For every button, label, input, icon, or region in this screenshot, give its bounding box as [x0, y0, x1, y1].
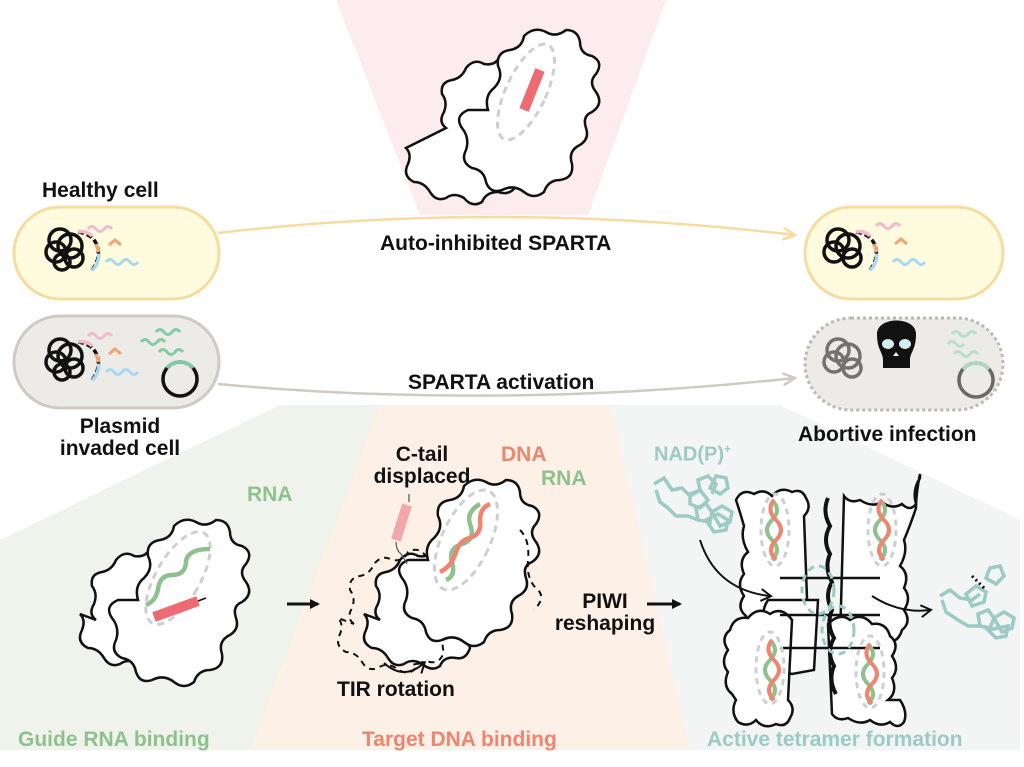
product-arrow — [871, 595, 933, 618]
healthy-cell — [12, 205, 221, 301]
nadp-text: NAD(P) — [654, 443, 724, 466]
stage-title-target-dna: Target DNA binding — [362, 728, 557, 751]
sparta-protein-icon — [78, 518, 251, 688]
c-tail-line1: C-tail — [395, 443, 449, 466]
plasmid-invaded-cell-label: Plasmid invaded cell — [30, 415, 210, 461]
abortive-infection-label: Abortive infection — [798, 423, 977, 446]
auto-inhibited-arrow — [217, 215, 795, 235]
plasmid-label-line2: invaded cell — [59, 437, 181, 461]
sparta-tetramer-icon — [722, 473, 922, 728]
tir-rotation-arrow — [383, 661, 427, 674]
sparta-protein-icon — [403, 28, 601, 206]
invaded-cell — [12, 314, 221, 410]
pink-rna — [86, 225, 114, 233]
abortive-cell — [803, 316, 1005, 412]
c-tail-label: C-tail displaced — [362, 443, 482, 489]
activation-arrow — [217, 378, 795, 397]
healthy-cell-result — [803, 205, 1005, 301]
sparta-protein-icon — [337, 478, 543, 674]
chromosome-icon — [44, 337, 101, 382]
auto-inhibited-label: Auto-inhibited SPARTA — [380, 232, 612, 255]
stage-title-active-tetramer: Active tetramer formation — [707, 728, 963, 751]
dna-label-stage2: DNA — [501, 443, 547, 466]
piwi-reshaping-label: PIWI reshaping — [550, 590, 660, 636]
rna-label-stage1: RNA — [247, 483, 293, 506]
rna-label-stage2: RNA — [541, 467, 587, 490]
orange-rna — [108, 238, 122, 247]
nadp-superscript: + — [724, 442, 732, 456]
blue-rna — [104, 258, 140, 266]
nadp-label: NAD(P)+ — [654, 443, 731, 466]
cleavage-dots — [970, 574, 988, 592]
dna-rna-duplex — [754, 492, 898, 710]
chromosome-icon — [44, 227, 101, 272]
sparta-activation-label: SPARTA activation — [408, 371, 595, 394]
healthy-cell-label: Healthy cell — [42, 179, 159, 202]
stage-title-guide-rna: Guide RNA binding — [18, 728, 210, 751]
tir-rotation-label: TIR rotation — [337, 678, 455, 701]
plasmid-icon — [161, 360, 199, 398]
substrate-arrow — [699, 539, 773, 602]
skull-icon — [877, 320, 916, 368]
plasmid-label-line1: Plasmid — [79, 415, 161, 438]
piwi-line2: reshaping — [554, 612, 656, 636]
nadp-molecule-icon — [653, 473, 734, 534]
nadp-product-icon — [939, 563, 1016, 640]
c-tail-line2: displaced — [373, 465, 471, 489]
piwi-line1: PIWI — [582, 590, 628, 613]
